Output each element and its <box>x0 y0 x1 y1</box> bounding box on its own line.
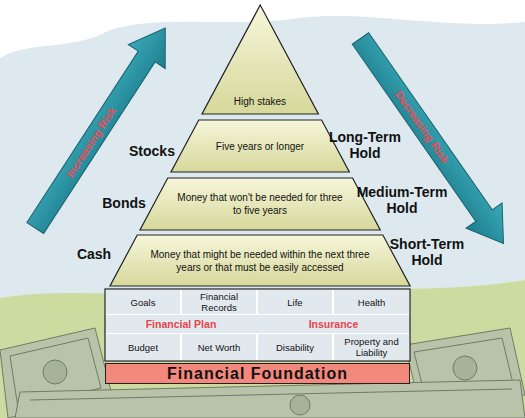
text-box: High stakes <box>215 90 305 112</box>
text-box: Money that might be needed within the ne… <box>140 235 380 286</box>
foundation-cell: Financial Records <box>181 289 257 315</box>
bill-seal <box>43 360 67 384</box>
text-box: Life <box>258 290 332 314</box>
pyramid-tier: Money that won't be needed for three to … <box>140 178 380 230</box>
node-text: Insurance <box>309 318 359 330</box>
tier-outline <box>202 5 318 114</box>
side-label: Bonds <box>96 195 152 211</box>
foundation-cell: Life <box>257 289 333 315</box>
node-text: Goals <box>131 297 156 308</box>
text-box: Financial Plan <box>105 315 257 333</box>
foundation-cell: Disability <box>257 333 333 361</box>
tier-shape <box>140 178 380 230</box>
tier-outline <box>110 235 410 286</box>
foundation-group: Insurance Life HealthDisability Property an… <box>257 289 410 361</box>
text-box: Money that won't be needed for three to … <box>175 178 345 230</box>
side-label: Cash <box>70 246 118 262</box>
foundation-cell: Net Worth <box>181 333 257 361</box>
text-box: Five years or longer <box>185 120 335 172</box>
foundation-outline <box>105 289 410 361</box>
text-box: Goals <box>106 290 180 314</box>
bill <box>15 380 525 418</box>
node-text: Life <box>287 297 302 308</box>
text-box: Financial Records <box>182 290 256 314</box>
node-text: Financial Records <box>182 291 256 313</box>
pyramid-tier: Five years or longer <box>171 120 349 172</box>
side-label: Short-Term Hold <box>384 236 470 268</box>
node-text: Money that won't be needed for three to … <box>175 191 345 217</box>
node-text: Health <box>358 297 385 308</box>
node-text: Financial Plan <box>146 318 217 330</box>
foundation-cell: Health <box>333 289 410 315</box>
bill-border <box>30 389 512 400</box>
text-box: Budget <box>106 334 180 360</box>
text-box: Disability <box>258 334 332 360</box>
node-text: High stakes <box>234 95 286 108</box>
text-box: Financial Foundation <box>106 364 409 383</box>
node-text: Property and Liability <box>334 336 409 358</box>
node-text: Disability <box>276 342 314 353</box>
text-box: Insurance <box>257 315 410 333</box>
tier-outline <box>140 178 380 230</box>
pyramid-tier: Money that might be needed within the ne… <box>110 235 410 286</box>
foundation-cell: Goals <box>105 289 181 315</box>
ground <box>0 280 525 418</box>
foundation-cell: Property and Liability <box>333 333 410 361</box>
pyramid-tier: High stakes <box>202 5 318 114</box>
node-text: Net Worth <box>198 342 241 353</box>
tier-outline <box>171 120 349 172</box>
bill-seal <box>453 356 477 380</box>
foundation-group: Financial Plan Goals Financial RecordsBudg… <box>105 289 257 361</box>
bill-seal <box>290 395 310 415</box>
text-box: Health <box>334 290 409 314</box>
node-text: Money that might be needed within the ne… <box>140 248 380 274</box>
node-text: Budget <box>128 342 158 353</box>
tier-shape <box>110 235 410 286</box>
foundation-cell: Budget <box>105 333 181 361</box>
side-label: Long-Term Hold <box>323 129 407 161</box>
text-box: Property and Liability <box>334 334 409 360</box>
foundation-bar: Financial Foundation <box>105 363 410 384</box>
side-label: Stocks <box>122 143 182 159</box>
side-label: Medium-Term Hold <box>352 184 452 216</box>
money-bills <box>0 328 525 418</box>
text-box: Net Worth <box>182 334 256 360</box>
node-text: Five years or longer <box>216 140 304 153</box>
node-text: Financial Foundation <box>167 365 348 383</box>
